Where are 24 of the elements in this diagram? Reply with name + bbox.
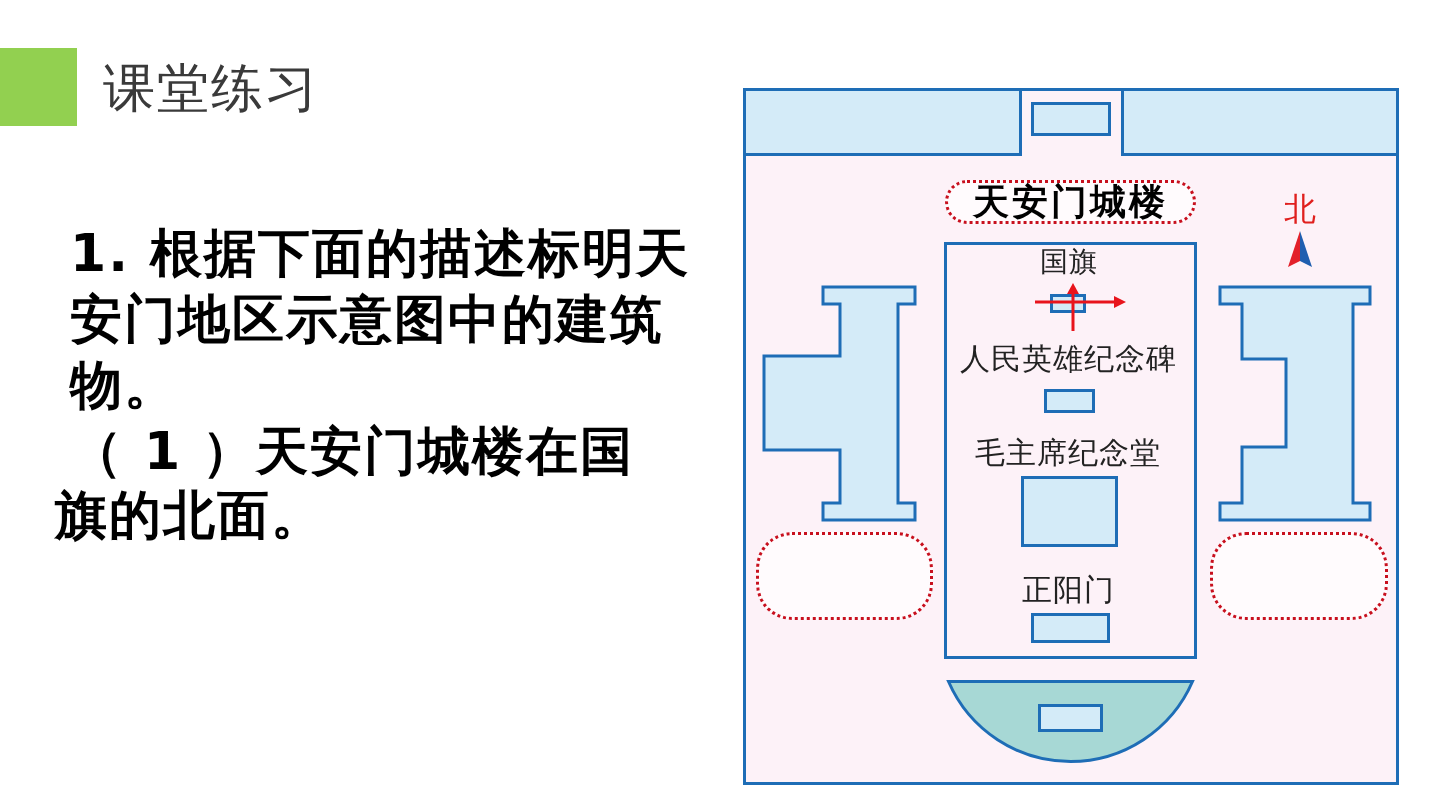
answer-box [1210, 532, 1388, 620]
building-block [1044, 389, 1095, 413]
building-block [1038, 704, 1103, 732]
slide-title: 课堂练习 [103, 57, 319, 120]
building-block [1218, 285, 1372, 522]
place-label: 毛主席纪念堂 [974, 436, 1162, 470]
building-block [1021, 476, 1118, 547]
place-label: 正阳门 [1020, 573, 1116, 607]
building-block [743, 88, 1022, 156]
building-block [1031, 613, 1110, 643]
answer-text: 天安门城楼 [973, 183, 1168, 221]
answer-box [756, 532, 933, 620]
question-item: （ 1 ）天安门城楼在国旗的北面。 [55, 420, 636, 547]
place-label: 国旗 [1039, 246, 1099, 278]
map-background [743, 88, 1399, 785]
place-label: 人民英雄纪念碑 [958, 342, 1178, 376]
building-block [1121, 88, 1399, 156]
compass-label: 北 [1283, 191, 1317, 227]
building-block [1031, 102, 1111, 136]
square-area [944, 242, 1197, 659]
semicircle-area [947, 680, 1194, 764]
question-text: 1. 根据下面的描述标明天安门地区示意图中的建筑物。 [70, 222, 692, 417]
answer-box [945, 180, 1196, 224]
building-block [762, 285, 917, 522]
